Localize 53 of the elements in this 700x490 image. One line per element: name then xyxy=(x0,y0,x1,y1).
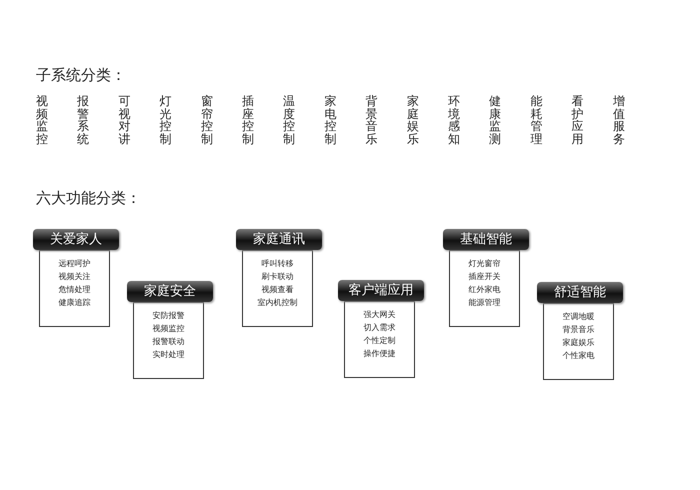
list-item: 视频监控 xyxy=(152,323,184,334)
list-item: 灯光窗帘 xyxy=(468,258,500,269)
card-header: 关爱家人 xyxy=(33,229,119,250)
subsystem-label: 背景音乐 xyxy=(366,95,379,145)
list-item: 个性定制 xyxy=(364,335,396,346)
subsystem-label: 可视对讲 xyxy=(118,95,132,145)
list-item: 个性家电 xyxy=(562,350,594,361)
card-header: 客户端应用 xyxy=(338,280,424,301)
subsystem-label: 环境感知 xyxy=(448,95,461,145)
list-item: 强大网关 xyxy=(364,309,396,320)
subsystem-label: 看护应用 xyxy=(572,95,585,145)
card-panel xyxy=(39,250,110,327)
list-item: 红外家电 xyxy=(468,284,500,295)
section-heading: 六大功能分类： xyxy=(36,189,141,208)
section-heading: 子系统分类： xyxy=(36,66,126,85)
card-header: 家庭安全 xyxy=(127,281,213,302)
card-panel xyxy=(344,301,415,378)
subsystem-label: 报警系统 xyxy=(77,95,90,145)
list-item: 背景音乐 xyxy=(562,324,594,335)
list-item: 视频查看 xyxy=(262,284,294,295)
list-item: 插座开关 xyxy=(468,271,500,282)
subsystem-label: 窗帘控制 xyxy=(200,95,214,145)
list-item: 刷卡联动 xyxy=(262,271,294,282)
subsystem-label: 家电控制 xyxy=(324,95,338,145)
subsystem-label: 灯光控制 xyxy=(160,95,173,145)
list-item: 健康追踪 xyxy=(58,297,90,308)
subsystem-label: 健康监测 xyxy=(489,95,502,145)
list-item: 实时处理 xyxy=(152,349,184,360)
list-item: 切入需求 xyxy=(364,322,396,333)
card-panel xyxy=(133,302,204,379)
subsystem-label: 家庭娱乐 xyxy=(406,95,420,145)
list-item: 家庭娱乐 xyxy=(562,337,594,348)
list-item: 室内机控制 xyxy=(258,297,298,308)
card-header: 家庭通讯 xyxy=(236,229,322,250)
subsystem-label: 能耗管理 xyxy=(530,95,544,145)
subsystem-label: 增值服务 xyxy=(612,95,626,145)
list-item: 危情处理 xyxy=(58,284,90,295)
card-header: 舒适智能 xyxy=(537,282,623,303)
subsystem-label: 插座控制 xyxy=(242,95,255,145)
list-item: 操作便捷 xyxy=(364,348,396,359)
list-item: 能源管理 xyxy=(468,297,500,308)
list-item: 安防报警 xyxy=(152,310,184,321)
card-panel xyxy=(242,250,313,327)
list-item: 远程呵护 xyxy=(58,258,90,269)
list-item: 空调地暖 xyxy=(562,311,594,322)
list-item: 报警联动 xyxy=(152,336,184,347)
card-header: 基础智能 xyxy=(443,229,529,250)
list-item: 呼叫转移 xyxy=(262,258,294,269)
list-item: 视频关注 xyxy=(58,271,90,282)
subsystem-label: 视频监控 xyxy=(36,95,49,145)
card-panel xyxy=(543,303,614,380)
card-panel xyxy=(449,250,520,327)
subsystem-label: 温度控制 xyxy=(283,95,296,145)
